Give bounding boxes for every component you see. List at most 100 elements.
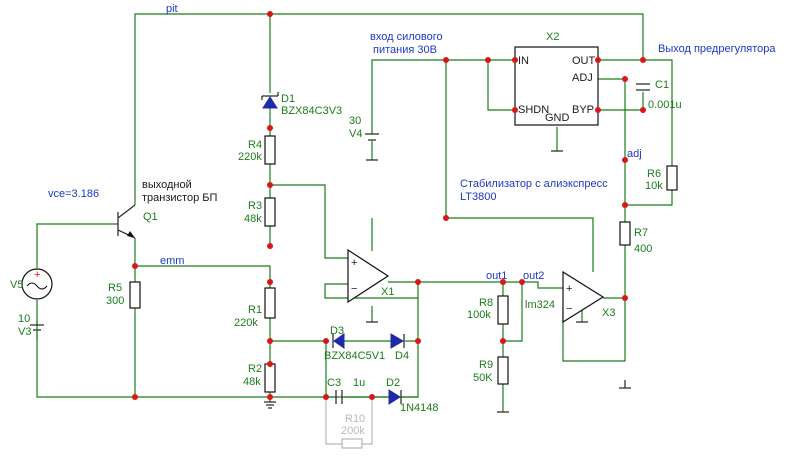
q1-ref: Q1 bbox=[143, 211, 158, 223]
net-label-out2: out2 bbox=[523, 270, 544, 282]
note-stabilizer-line2: LT3800 bbox=[460, 191, 497, 203]
r9-value: 50K bbox=[473, 372, 493, 384]
net-label-vce: vce=3.186 bbox=[48, 188, 99, 200]
d2-ref: D2 bbox=[386, 377, 400, 389]
junction-dot bbox=[622, 76, 628, 82]
junction-dot bbox=[622, 202, 628, 208]
d1-ref: D1 bbox=[281, 93, 295, 105]
d4-diode[interactable] bbox=[390, 333, 405, 349]
d2-diode[interactable] bbox=[388, 389, 418, 405]
v4-value: 30 bbox=[349, 115, 361, 127]
note-output-transistor-line1: выходной bbox=[142, 179, 192, 191]
svg-text:−: − bbox=[566, 303, 572, 315]
r8-resistor[interactable] bbox=[497, 295, 509, 325]
r2-resistor[interactable] bbox=[264, 363, 276, 393]
r5-ref: R5 bbox=[108, 282, 122, 294]
v3-battery[interactable] bbox=[30, 324, 44, 340]
r3-resistor[interactable] bbox=[264, 197, 276, 227]
c3-value: 1u bbox=[353, 377, 365, 389]
net-label-emm: emm bbox=[160, 255, 184, 267]
junction-dot bbox=[267, 182, 273, 188]
v3-ref: V3 bbox=[18, 326, 31, 338]
junction-dot bbox=[595, 57, 601, 63]
x1-opamp[interactable]: + − bbox=[347, 248, 390, 304]
junction-dot bbox=[323, 338, 329, 344]
junction-dot bbox=[485, 57, 491, 63]
net-label-out1: out1 bbox=[486, 270, 507, 282]
r3-ref: R3 bbox=[248, 200, 262, 212]
r1-resistor[interactable] bbox=[264, 287, 276, 319]
note-stabilizer-line1: Стабилизатор с алиэкспресс bbox=[460, 178, 608, 190]
junction-dots bbox=[132, 11, 646, 400]
r3-value: 48k bbox=[244, 213, 262, 225]
r9-ref: R9 bbox=[479, 359, 493, 371]
v5-ref: V5 bbox=[10, 279, 23, 291]
r8-ref: R8 bbox=[479, 297, 493, 309]
x2-regulator-ic[interactable]: IN SHDN GND OUT ADJ BYP bbox=[514, 46, 599, 126]
r1-value: 220k bbox=[234, 317, 258, 329]
r4-resistor[interactable] bbox=[264, 135, 276, 165]
r9-resistor[interactable] bbox=[497, 356, 509, 385]
d4-ref: D4 bbox=[395, 350, 409, 362]
v5-voltage-source[interactable]: + bbox=[21, 268, 53, 300]
x3-ref: X3 bbox=[602, 307, 615, 319]
r5-resistor[interactable] bbox=[129, 281, 141, 309]
junction-dot bbox=[500, 338, 506, 344]
junction-dot bbox=[132, 394, 138, 400]
c1-capacitor[interactable] bbox=[636, 83, 650, 91]
c1-ref: C1 bbox=[655, 79, 669, 91]
svg-text:+: + bbox=[566, 283, 572, 295]
r4-value: 220k bbox=[238, 151, 262, 163]
junction-dot bbox=[267, 394, 273, 400]
d3-ref: D3 bbox=[330, 325, 344, 337]
note-power-input-line1: вход силового bbox=[370, 31, 443, 43]
r6-ref: R6 bbox=[647, 168, 661, 180]
junction-dot bbox=[640, 57, 646, 63]
junction-dot bbox=[369, 394, 375, 400]
r7-resistor[interactable] bbox=[619, 221, 631, 246]
r1-ref: R1 bbox=[248, 304, 262, 316]
note-preregulator-output: Выход предрегулятора bbox=[658, 43, 776, 55]
x2-ref: X2 bbox=[546, 31, 559, 43]
x2-pin-shdn: SHDN bbox=[518, 104, 549, 116]
note-output-transistor-line2: транзистор БП bbox=[142, 192, 217, 204]
x1-ref: X1 bbox=[381, 286, 394, 298]
d3-zener-diode[interactable] bbox=[332, 333, 345, 349]
junction-dot bbox=[267, 338, 273, 344]
x3-opamp[interactable]: + − bbox=[562, 270, 605, 324]
c1-value: 0.001u bbox=[648, 99, 682, 111]
junction-dot bbox=[267, 243, 273, 249]
v4-battery[interactable] bbox=[365, 133, 379, 141]
ground-icon bbox=[264, 401, 276, 409]
junction-dot bbox=[267, 125, 273, 131]
ground-icon bbox=[619, 380, 631, 389]
r6-resistor[interactable] bbox=[666, 165, 678, 191]
r7-ref: R7 bbox=[634, 227, 648, 239]
junction-dot bbox=[323, 394, 329, 400]
x2-pin-out: OUT bbox=[572, 55, 596, 67]
junction-dot bbox=[500, 279, 506, 285]
q1-transistor[interactable] bbox=[117, 204, 136, 239]
x2-pin-byp: BYP bbox=[572, 104, 594, 116]
disabled-branch-r10 bbox=[325, 397, 373, 449]
junction-dot bbox=[267, 361, 273, 367]
x2-pin-in: IN bbox=[518, 55, 529, 67]
junction-dot bbox=[443, 57, 449, 63]
r2-value: 48k bbox=[243, 376, 261, 388]
net-label-adj: adj bbox=[627, 148, 642, 160]
c3-ref: C3 bbox=[327, 377, 341, 389]
junction-dot bbox=[267, 279, 273, 285]
note-power-input-line2: питания 30В bbox=[373, 44, 437, 56]
d1-value: BZX84C3V3 bbox=[281, 105, 342, 117]
junction-dot bbox=[415, 279, 421, 285]
d2-value: 1N4148 bbox=[400, 402, 439, 414]
r4-ref: R4 bbox=[248, 139, 262, 151]
junction-dot bbox=[443, 215, 449, 221]
r7-value: 400 bbox=[634, 243, 652, 255]
d3-value: BZX84C5V1 bbox=[324, 350, 385, 362]
c3-capacitor[interactable] bbox=[335, 390, 343, 404]
svg-text:−: − bbox=[351, 283, 357, 295]
d1-zener-diode[interactable] bbox=[261, 92, 279, 109]
